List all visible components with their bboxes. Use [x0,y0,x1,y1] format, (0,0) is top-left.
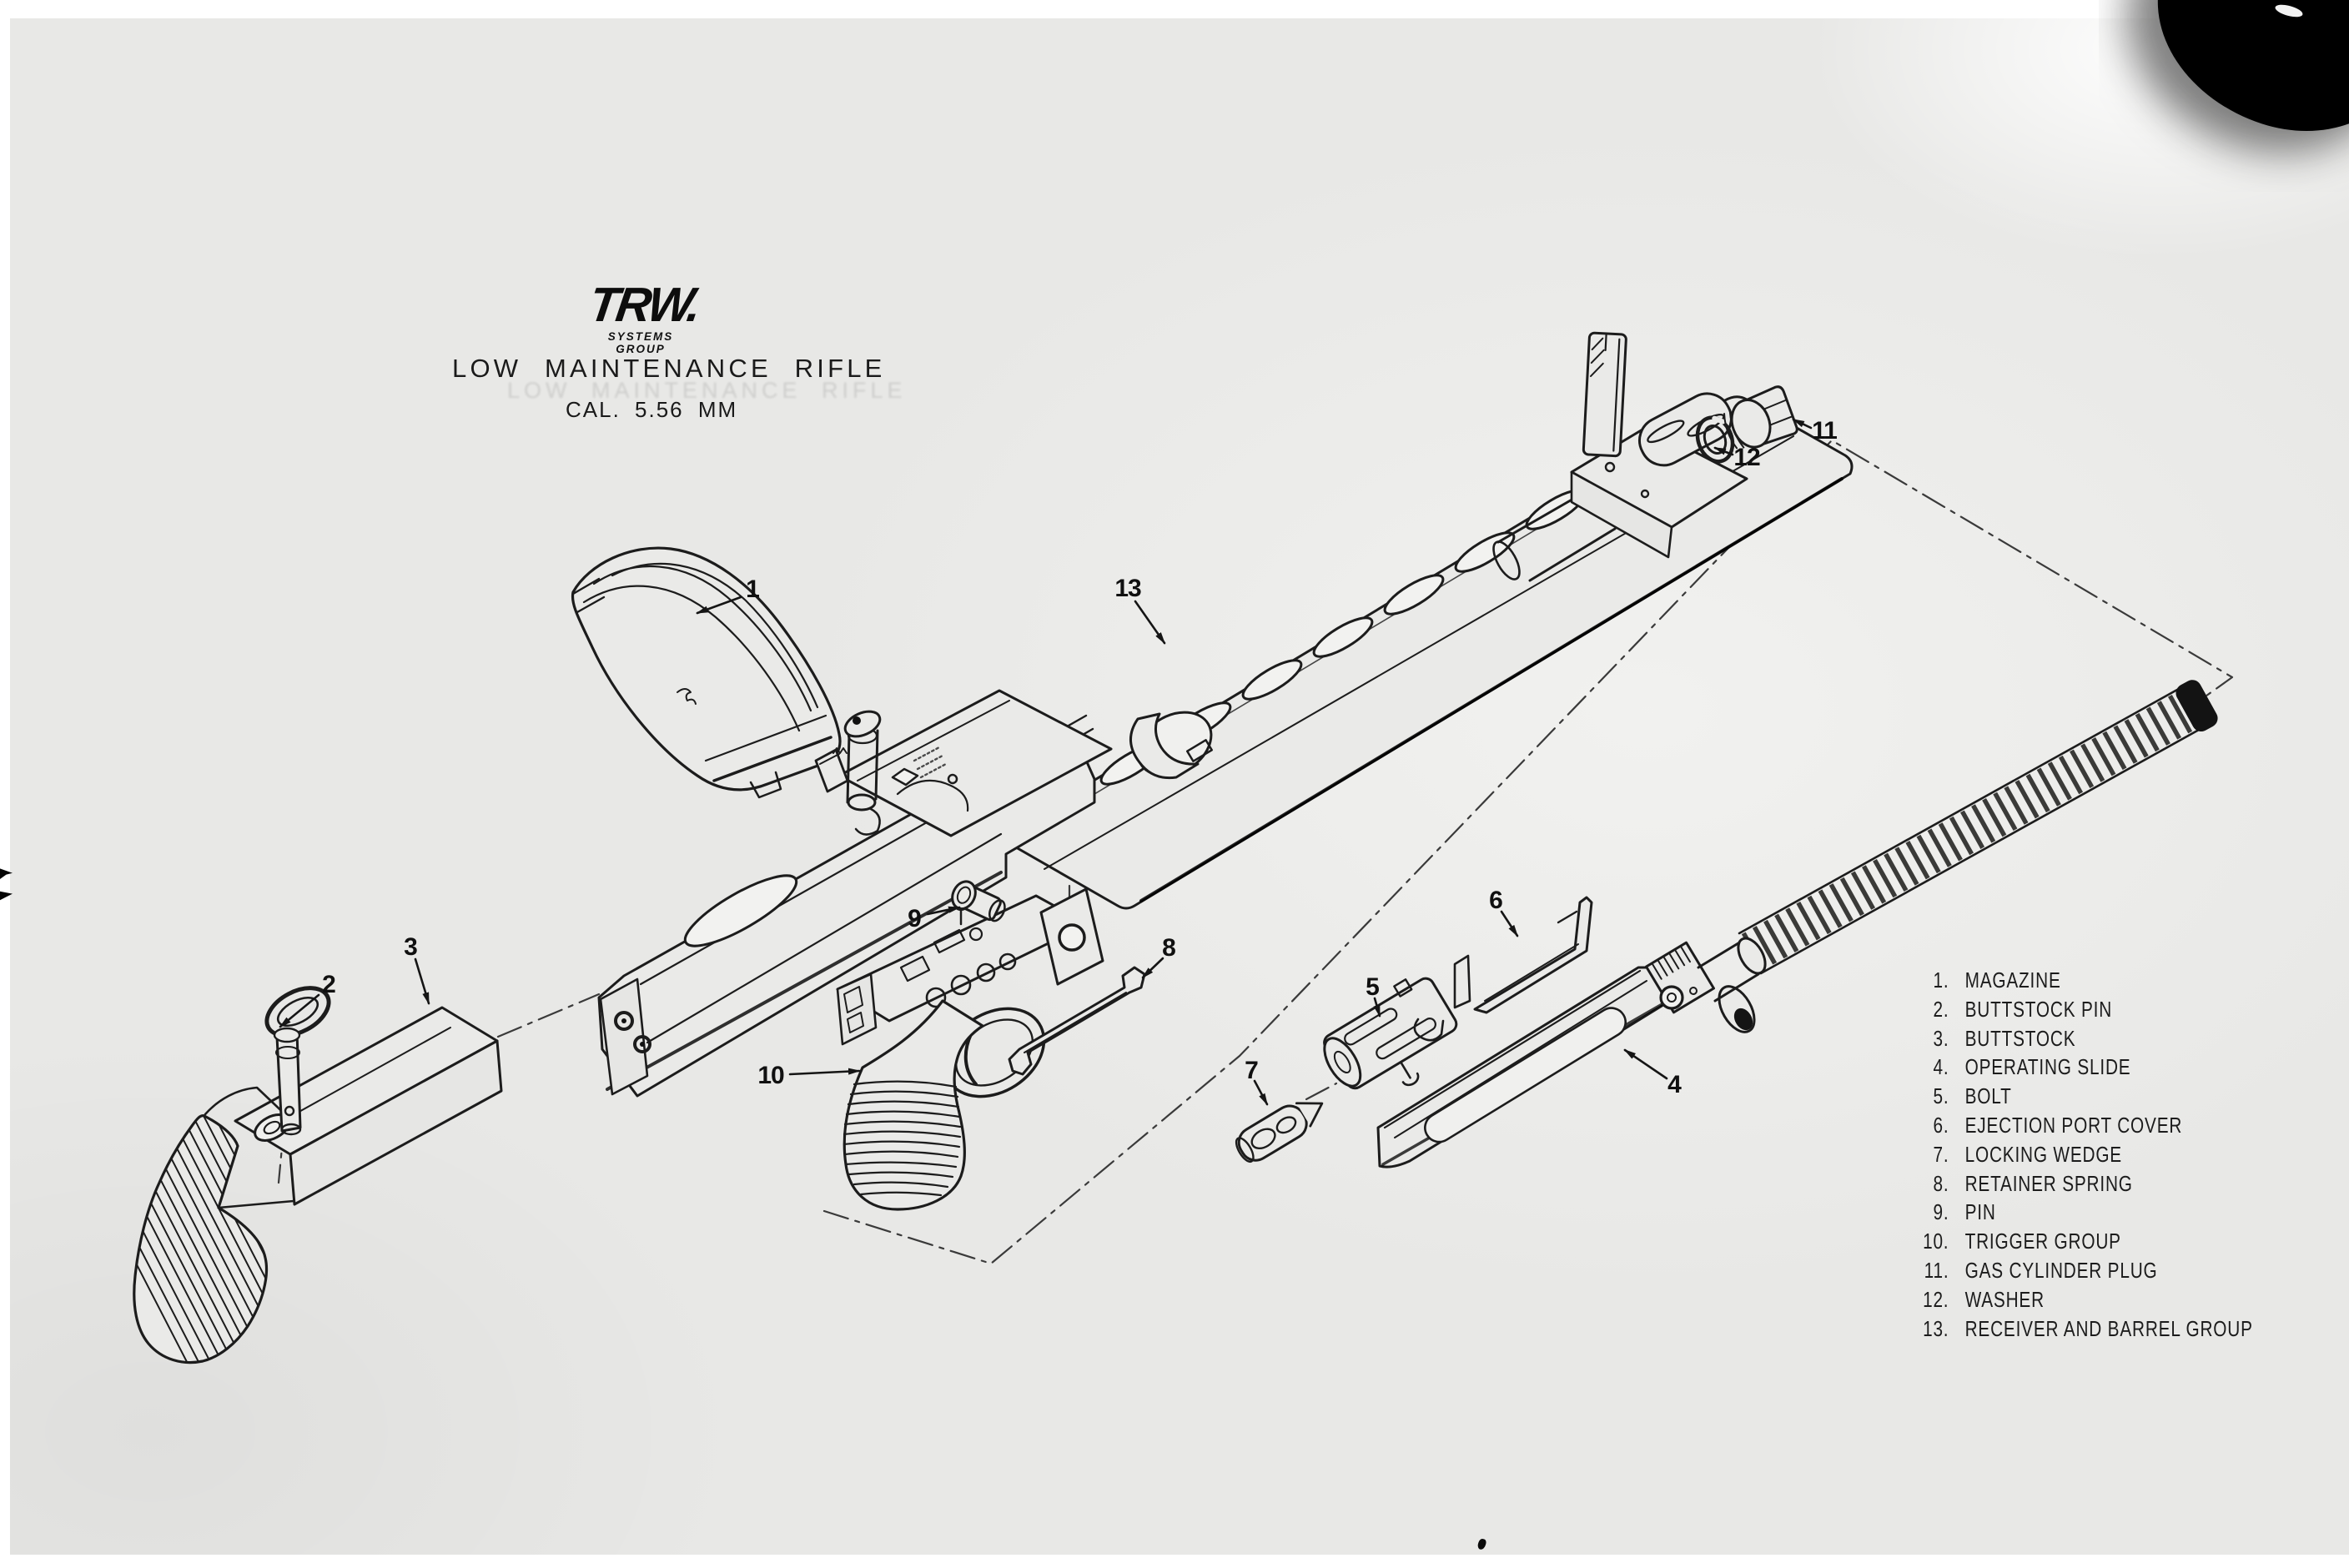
part-number: 4. [1933,1054,1949,1080]
callout-11: 11 [1812,417,1838,445]
trigger-group-drawing [836,887,1104,1211]
receiver-barrel-group-drawing [1006,331,1854,910]
pin-drawing [951,880,1006,922]
part-name: BUTTSTOCK [1964,1025,2076,1051]
gas-cylinder-plug-drawing [1723,385,1798,450]
callout-12: 12 [1733,444,1760,471]
callout-2: 2 [322,971,336,998]
parts-list-item: 1. MAGAZINE [1910,967,2253,997]
part-number: 13. [1923,1315,1949,1341]
parts-list-item: 7. LOCKING WEDGE [1910,1142,2253,1171]
trw-logo: TRW. [586,278,702,332]
parts-list-item: 9. PIN [1910,1199,2253,1229]
part-number: 7. [1933,1141,1949,1167]
parts-list-item: 6. EJECTION PORT COVER [1910,1113,2253,1142]
part-name: RECEIVER AND BARREL GROUP [1964,1315,2253,1341]
part-number: 12. [1923,1286,1949,1312]
parts-list-item: 13. RECEIVER AND BARREL GROUP [1910,1316,2253,1345]
ejection-port-cover-drawing [1413,896,1593,1042]
part-name: BUTTSTOCK PIN [1964,996,2113,1022]
left-edge-mark [0,891,13,901]
document-title: LOW MAINTENANCE RIFLE [452,354,886,383]
part-number: 8. [1933,1170,1949,1196]
part-number: 3. [1933,1025,1949,1051]
callout-7: 7 [1245,1057,1259,1084]
locking-wedge-drawing [1235,1102,1324,1163]
parts-list: 1. MAGAZINE 2. BUTTSTOCK PIN 3. BUTTSTOCK 4… [1910,967,2253,1344]
title-ghost-impression: LOW MAINTENANCE RIFLE [507,378,907,403]
callout-3: 3 [404,933,418,961]
callout-4: 4 [1667,1071,1682,1098]
parts-list-item: 2. BUTTSTOCK PIN [1910,997,2253,1026]
callout-1: 1 [746,575,760,603]
part-name: BOLT [1964,1083,2012,1109]
part-number: 6. [1933,1112,1949,1138]
part-name: TRIGGER GROUP [1964,1229,2121,1254]
parts-list-item: 4. OPERATING SLIDE [1910,1054,2253,1083]
callout-10: 10 [757,1062,784,1089]
callout-6: 6 [1489,887,1503,914]
parts-list-item: 3. BUTTSTOCK [1910,1026,2253,1055]
part-name: GAS CYLINDER PLUG [1964,1257,2158,1283]
part-number: 5. [1933,1083,1949,1109]
callout-9: 9 [908,905,922,932]
part-number: 11. [1924,1257,1949,1283]
part-number: 10. [1923,1229,1949,1254]
callout-5: 5 [1366,973,1380,1001]
operating-slide-drawing [1376,937,1767,1168]
parts-list-item: 10. TRIGGER GROUP [1910,1229,2253,1258]
buttstock-pin-drawing [264,986,331,1136]
parts-list-item: 8. RETAINER SPRING [1910,1171,2253,1200]
page-corner-shadow [2099,0,2349,192]
part-name: WASHER [1964,1286,2045,1312]
callout-8: 8 [1162,934,1176,962]
barrel-spring-drawing [1718,680,2218,1033]
parts-list-item: 11. GAS CYLINDER PLUG [1910,1258,2253,1287]
trw-logo-subtext: SYSTEMS GROUP [607,330,674,355]
receiver-rear-drawing [597,689,1113,1098]
document-subtitle: CAL. 5.56 MM [566,397,738,422]
corner-dark-blob [2127,0,2349,160]
part-name: MAGAZINE [1964,967,2061,993]
part-number: 1. [1933,967,1949,993]
parts-list-item: 12. WASHER [1910,1287,2253,1316]
part-number: 9. [1933,1199,1949,1225]
part-name: OPERATING SLIDE [1964,1054,2131,1080]
part-name: RETAINER SPRING [1964,1170,2133,1196]
part-name: LOCKING WEDGE [1964,1141,2122,1167]
part-number: 2. [1933,996,1949,1022]
part-name: PIN [1964,1199,1996,1225]
callout-13: 13 [1114,575,1141,602]
callout-arrows [279,418,1813,1106]
magazine-drawing [571,546,842,799]
parts-list-item: 5. BOLT [1910,1083,2253,1113]
part-name: EJECTION PORT COVER [1964,1112,2183,1138]
bolt-drawing [1323,977,1458,1090]
